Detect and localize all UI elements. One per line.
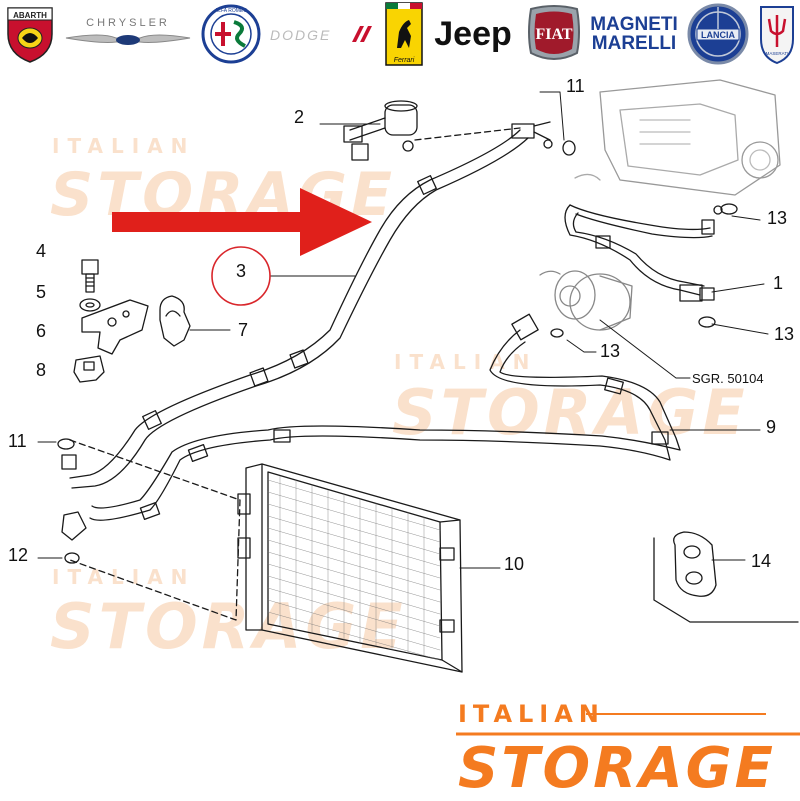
callout-7: 7: [238, 320, 249, 340]
callout-12: 12: [8, 545, 29, 565]
hose-3-drawing: [69, 121, 553, 489]
receiver-dryer-drawing: [343, 100, 418, 161]
callout-leaders: [37, 91, 769, 569]
condenser-mesh: [267, 475, 441, 661]
magneti-text: MAGNETI: [590, 14, 678, 35]
jeep-logo-text: Jeep: [434, 14, 512, 53]
callout-3: 3: [236, 261, 247, 281]
callout-13-top: 13: [767, 208, 788, 228]
watermark-text-top-left-small: ITALIAN: [52, 134, 196, 158]
hvac-unit-drawing: [574, 79, 781, 196]
clip-7-drawing: [159, 295, 191, 347]
chrysler-logo: CHRYSLER: [62, 4, 194, 64]
callout-4: 4: [36, 241, 47, 261]
lancia-logo-text: LANCIA: [701, 30, 735, 40]
callout-6: 6: [36, 321, 47, 341]
grommet-8-drawing: [73, 355, 105, 383]
callout-11-top: 11: [566, 76, 585, 96]
dodge-logo-text: DODGE: [270, 27, 331, 43]
watermark-text-mid-right-small: ITALIAN: [394, 350, 538, 374]
dodge-logo: DODGE: [268, 4, 374, 64]
ferrari-logo-text: Ferrari: [394, 57, 415, 64]
lancia-logo: LANCIA: [686, 3, 750, 65]
fiat-logo: FIAT: [524, 4, 584, 64]
callout-5: 5: [36, 282, 47, 302]
callout-8: 8: [36, 360, 47, 380]
highlight-circle: [211, 246, 271, 306]
hose-9-drawing: [61, 313, 681, 541]
chrysler-logo-text: CHRYSLER: [86, 17, 170, 29]
reference-note: SGR. 50104: [692, 371, 764, 386]
fiat-logo-text: FIAT: [535, 26, 572, 43]
bracket-6-drawing: [81, 299, 149, 355]
alfa-romeo-logo: ALFA ROMEO: [200, 4, 262, 64]
hose-1-drawing: [564, 204, 723, 302]
ferrari-logo: Ferrari: [384, 2, 424, 66]
callout-2: 2: [294, 107, 305, 127]
maserati-logo-text: MASERATI: [766, 51, 789, 56]
brand-logo-row: ABARTH CHRYSLER ALFA ROMEO DODGE: [0, 0, 800, 70]
callout-13-right: 13: [774, 324, 795, 344]
abarth-logo-text: ABARTH: [13, 11, 47, 20]
callout-11-left: 11: [8, 431, 27, 451]
magneti-marelli-logo: MAGNETI MARELLI: [588, 4, 680, 64]
condenser-10-drawing: [237, 463, 463, 673]
callout-13-mid: 13: [600, 341, 621, 361]
watermark-text-mid-right-big: STORAGE: [392, 376, 749, 449]
jeep-logo: Jeep: [430, 4, 516, 64]
alfa-romeo-logo-text: ALFA ROMEO: [215, 8, 247, 14]
italian-storage-brand-logo: ITALIAN STORAGE: [456, 700, 800, 801]
marelli-text: MARELLI: [591, 33, 677, 54]
callout-14: 14: [751, 551, 772, 571]
grommet-14-drawing: [673, 531, 717, 597]
maserati-logo: MASERATI: [756, 4, 798, 65]
pointer-arrow-icon: [112, 188, 372, 256]
watermark-text-bottom-left-small: ITALIAN: [52, 565, 196, 589]
callout-10: 10: [504, 554, 525, 574]
brand-line2: STORAGE: [458, 736, 776, 801]
brand-line1: ITALIAN: [458, 700, 605, 728]
compressor-drawing: [539, 270, 633, 331]
washer-5-drawing: [79, 298, 101, 312]
bolt-4-drawing: [81, 259, 99, 293]
callout-9: 9: [766, 417, 777, 437]
callout-1: 1: [773, 273, 784, 293]
abarth-logo: ABARTH: [2, 4, 58, 64]
